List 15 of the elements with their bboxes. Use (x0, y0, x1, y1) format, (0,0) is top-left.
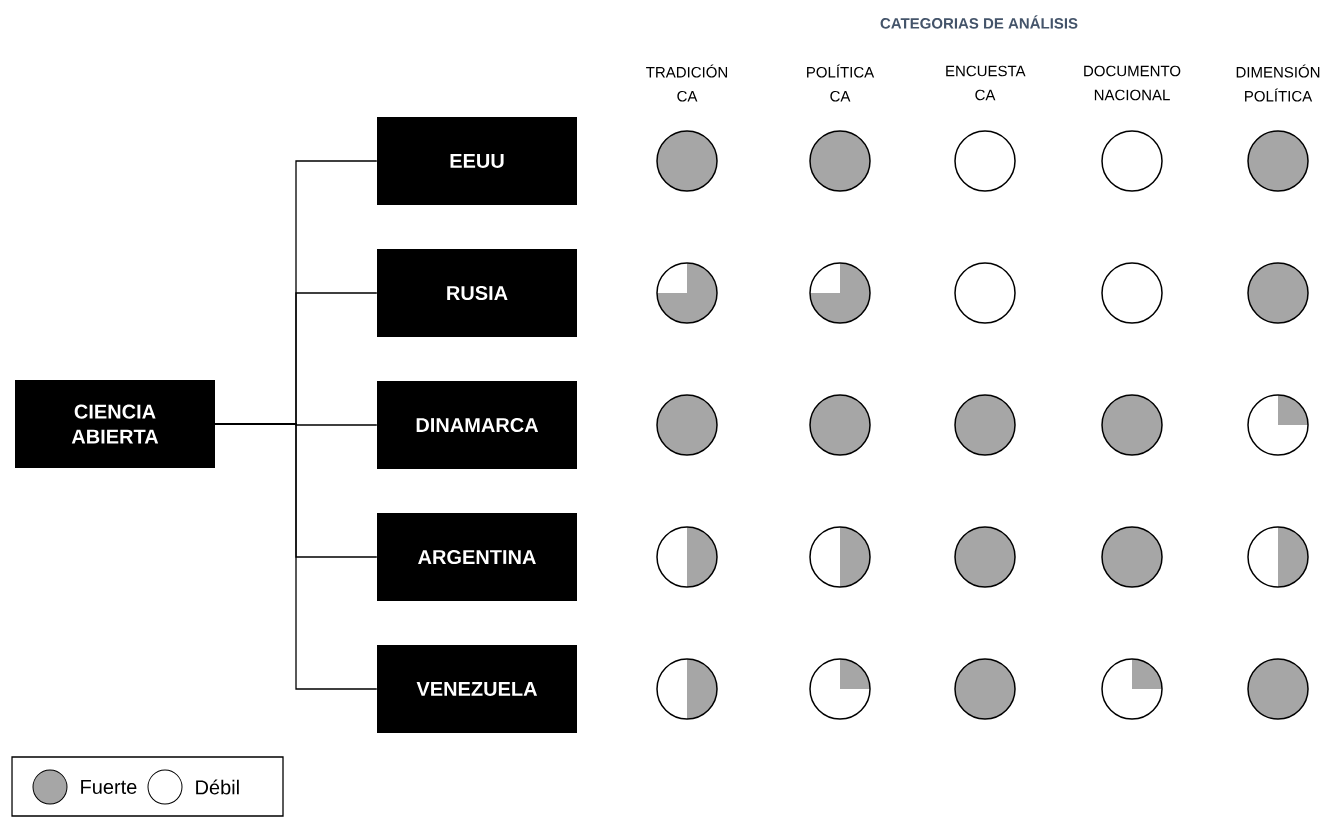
column-header: POLÍTICA CA (807, 64, 875, 102)
label-box: VENEZUELA (377, 645, 577, 733)
legend-label: Fuerte (81, 780, 137, 794)
legend-label: Débil (196, 779, 239, 795)
column-header: DIMENSIÓN POLÍTICA (1236, 64, 1320, 102)
label-box: RUSIA (377, 249, 577, 337)
heading: CATEGORIAS DE ANÁLISIS (880, 15, 1078, 29)
label-box: CIENCIA ABIERTA (15, 380, 215, 468)
column-header: ENCUESTA CA (946, 65, 1026, 101)
label-box: EEUU (377, 117, 577, 205)
label-box: DINAMARCA (377, 381, 577, 469)
column-header: DOCUMENTO NACIONAL (1084, 65, 1181, 101)
column-header: TRADICIÓN CA (646, 64, 728, 102)
label-box: ARGENTINA (377, 513, 577, 601)
connector-line (214, 423, 378, 690)
